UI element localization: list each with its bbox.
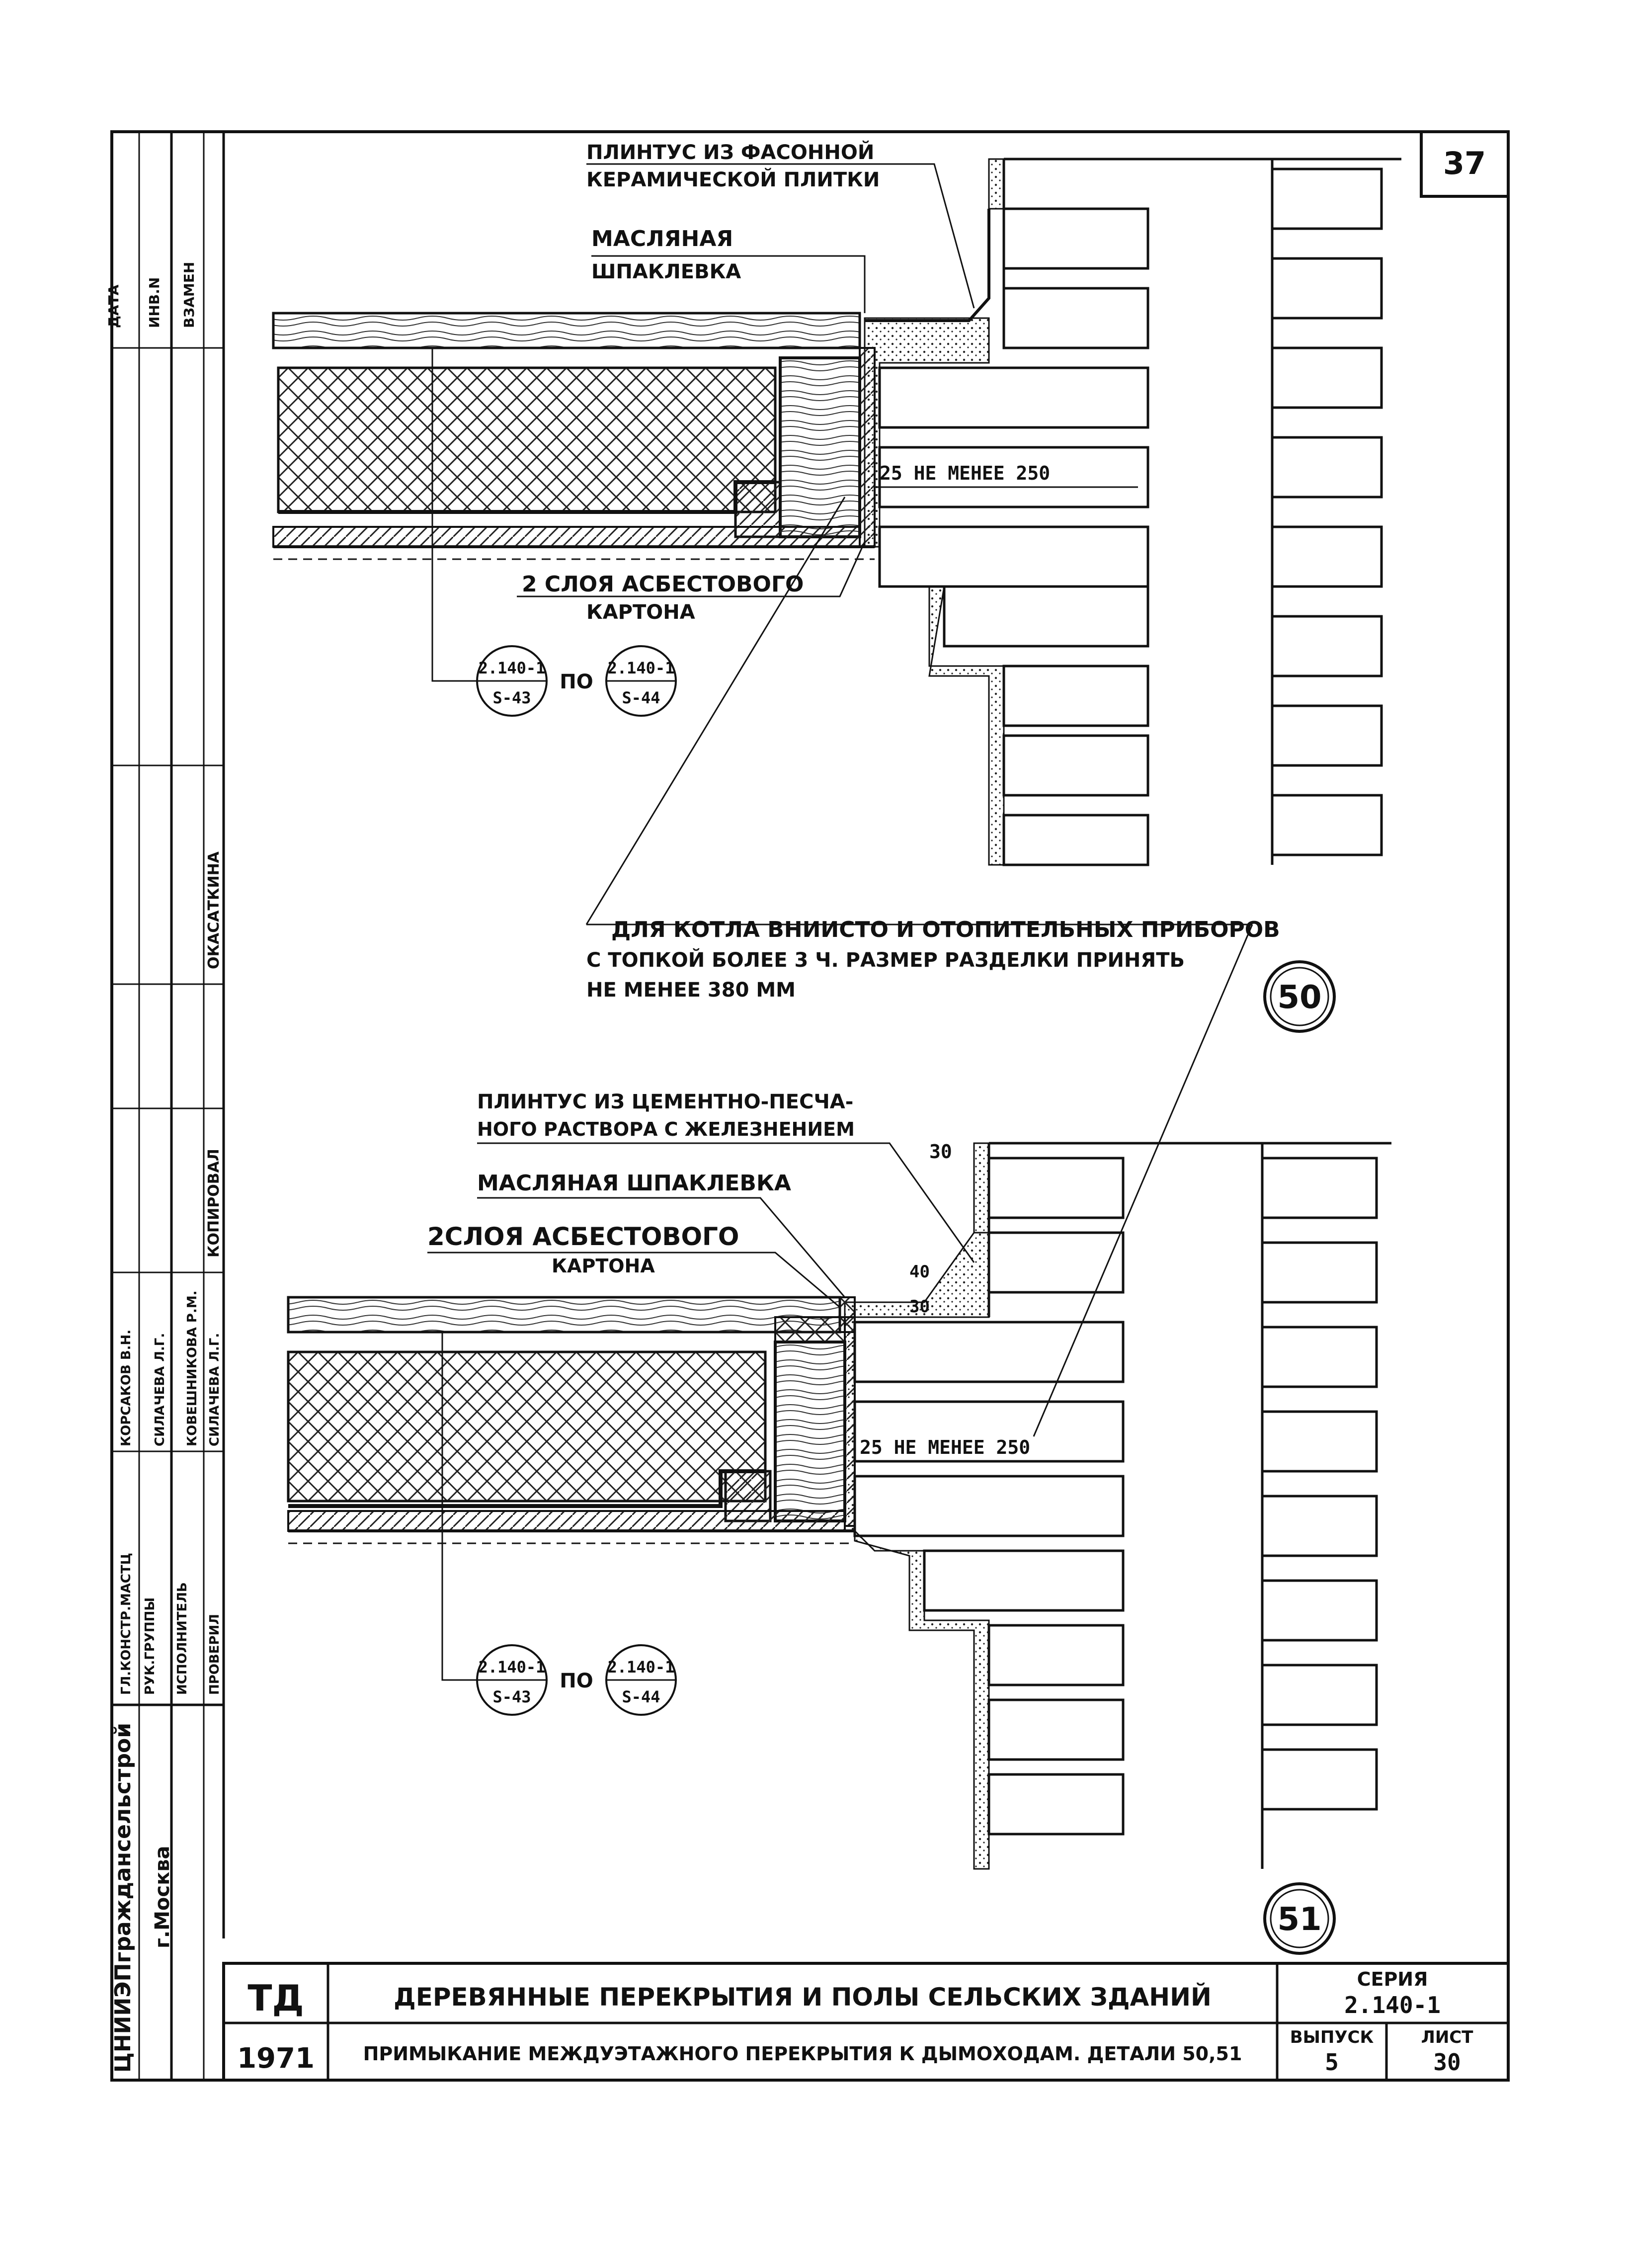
ref-50-word: ПО (560, 671, 593, 693)
floor-board-50 (272, 312, 861, 349)
ref-51-word: ПО (560, 1670, 593, 1692)
stamp-name-1: КОРСАКОВ В.Н. (119, 1330, 134, 1446)
note-line-3: НЕ МЕНЕЕ 380 ММ (586, 979, 796, 1002)
note-line-2: С ТОПКОЙ БОЛЕЕ 3 Ч. РАЗМЕР РАЗДЕЛКИ ПРИН… (586, 948, 1185, 972)
ref-51-right-bottom: S-44 (622, 1687, 660, 1706)
ref-51-left-top: 2.140-1 (479, 1658, 546, 1677)
callout-plinth-50-2: КЕРАМИЧЕСКОЙ ПЛИТКИ (586, 168, 880, 191)
callout-putty-51: МАСЛЯНАЯ ШПАКЛЕВКА (477, 1171, 791, 1196)
issue-value: 5 (1325, 2049, 1339, 2076)
ref-51-left-bottom: S-43 (492, 1687, 531, 1706)
stamp-name-2: СИЛАЧЕВА Л.Г. (153, 1333, 167, 1446)
title-sub: ПРИМЫКАНИЕ МЕЖДУЭТАЖНОГО ПЕРЕКРЫТИЯ К ДЫ… (363, 2043, 1242, 2065)
detail-51: 25 НЕ МЕНЕЕ 250 30 40 30 ПЛИНТУС ИЗ ЦЕМЕ… (287, 1091, 1391, 1955)
detail-mark-50-text: 50 (1277, 979, 1321, 1016)
stamp-role-4: ПРОВЕРИЛ (207, 1614, 222, 1695)
stamp-name-okasatkina: ОКАСАТКИНА (205, 851, 223, 969)
callout-putty-50-2: ШПАКЛЕВКА (591, 260, 741, 283)
field-inv: ИНВ.N (146, 277, 163, 328)
sheet-value: 30 (1433, 2049, 1461, 2076)
stamp-org: ЦНИИЭПграждансельстрой (110, 1723, 136, 2073)
series-value: 2.140-1 (1344, 1992, 1441, 2018)
callout-putty-50-1: МАСЛЯНАЯ (591, 226, 733, 252)
detail-mark-51-text: 51 (1277, 1901, 1321, 1938)
dim-text-51: 25 НЕ МЕНЕЕ 250 (860, 1436, 1030, 1458)
stamp-name-4: СИЛАЧЕВА Л.Г. (207, 1333, 222, 1446)
sheet-corner-box (1420, 130, 1510, 198)
side-stamp: ДАТА ИНВ.N ВЗАМЕН ОКАСАТКИНА КОПИРОВАЛ Г… (105, 132, 225, 2080)
issue-label: ВЫПУСК (1290, 2027, 1374, 2047)
insulation-51 (287, 1350, 767, 1503)
beam-51 (774, 1341, 846, 1522)
title-main: ДЕРЕВЯННЫЕ ПЕРЕКРЫТИЯ И ПОЛЫ СЕЛЬСКИХ ЗД… (394, 1982, 1212, 2012)
callout-plinth-51-2: НОГО РАСТВОРА С ЖЕЛЕЗНЕНИЕМ (477, 1118, 855, 1140)
ref-51-right-top: 2.140-1 (608, 1658, 675, 1677)
floor-board-51 (287, 1296, 841, 1334)
ref-50-left-top: 2.140-1 (479, 659, 546, 677)
callout-asbestos-51-2: КАРТОНА (552, 1255, 655, 1277)
title-code: ТД (247, 1977, 304, 2019)
field-date: ДАТА (105, 284, 122, 328)
callout-plinth-51-1: ПЛИНТУС ИЗ ЦЕМЕНТНО-ПЕСЧА- (477, 1091, 853, 1113)
callout-asbestos-51-1: 2СЛОЯ АСБЕСТОВОГО (427, 1222, 739, 1251)
stamp-city: г.Москва (151, 1846, 174, 1948)
detail-mark-50 (1263, 960, 1336, 1033)
ref-50-right-bottom: S-44 (622, 688, 660, 707)
field-replace: ВЗАМЕН (181, 262, 197, 328)
stamp-role-3: ИСПОЛНИТЕЛЬ (175, 1582, 190, 1695)
title-year: 1971 (237, 2042, 315, 2075)
callout-plinth-50-1: ПЛИНТУС ИЗ ФАСОННОЙ (586, 140, 874, 164)
note-line-1: ДЛЯ КОТЛА ВНИИСТО И ОТОПИТЕЛЬНЫХ ПРИБОРО… (611, 917, 1280, 942)
insulation-50 (277, 366, 777, 513)
ref-50-left-bottom: S-43 (492, 688, 531, 707)
callout-asbestos-50-1: 2 СЛОЯ АСБЕСТОВОГО (522, 572, 804, 597)
detail-mark-51 (1263, 1882, 1336, 1955)
stamp-name-3: КОВЕШНИКОВА Р.М. (185, 1290, 200, 1446)
ref-50-right-top: 2.140-1 (608, 659, 675, 677)
stamp-role-1: ГЛ.КОНСТР.МАСТЦ (119, 1553, 134, 1695)
beam-50 (779, 356, 861, 538)
sheet-corner-number: 37 (1443, 145, 1486, 181)
stamp-copied: КОПИРОВАЛ (205, 1149, 223, 1258)
sheet-label: ЛИСТ (1421, 2027, 1474, 2047)
stamp-role-2: РУК.ГРУППЫ (143, 1597, 158, 1695)
note-block: ДЛЯ КОТЛА ВНИИСТО И ОТОПИТЕЛЬНЫХ ПРИБОРО… (586, 917, 1280, 1002)
callout-asbestos-50-2: КАРТОНА (586, 601, 695, 624)
dim-text-50: 25 НЕ МЕНЕЕ 250 (880, 462, 1050, 484)
title-block: ТД 1971 ДЕРЕВЯННЫЕ ПЕРЕКРЫТИЯ И ПОЛЫ СЕЛ… (222, 1962, 1510, 2082)
dim-51-a: 30 (929, 1141, 952, 1163)
series-label: СЕРИЯ (1357, 1968, 1428, 1990)
dim-51-b: 40 (909, 1262, 930, 1282)
dim-51-c: 30 (909, 1297, 930, 1317)
detail-50: 25 НЕ МЕНЕЕ 250 ПЛИНТУС ИЗ ФАСОННОЙ КЕРА… (272, 140, 1401, 1033)
